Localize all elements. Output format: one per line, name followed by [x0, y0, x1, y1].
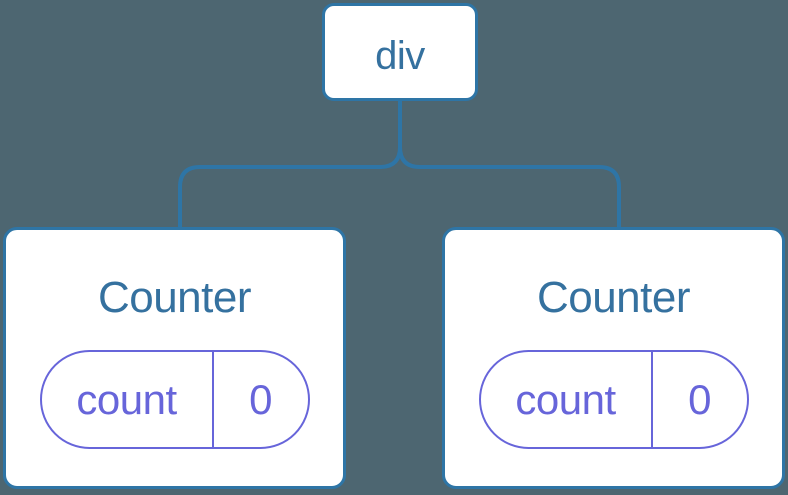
edge-root-to-left-counter [178, 101, 402, 228]
root-node-div: div [322, 3, 478, 101]
state-key-cell: count [42, 352, 214, 447]
state-pill: count 0 [478, 350, 749, 449]
state-key-cell: count [481, 352, 653, 447]
root-node-label: div [375, 34, 425, 78]
counter-node-right: Counter count 0 [442, 227, 785, 489]
state-pill: count 0 [39, 350, 310, 449]
state-value-cell: 0 [214, 352, 308, 447]
edge-root-to-right-counter [398, 101, 621, 228]
state-key-label: count [76, 375, 177, 423]
state-key-label: count [515, 375, 616, 423]
counter-node-left: Counter count 0 [3, 227, 346, 489]
state-value-label: 0 [249, 375, 272, 423]
state-value-label: 0 [688, 375, 711, 423]
component-name-label: Counter [536, 273, 691, 322]
component-name-label: Counter [97, 273, 252, 322]
state-value-cell: 0 [653, 352, 747, 447]
